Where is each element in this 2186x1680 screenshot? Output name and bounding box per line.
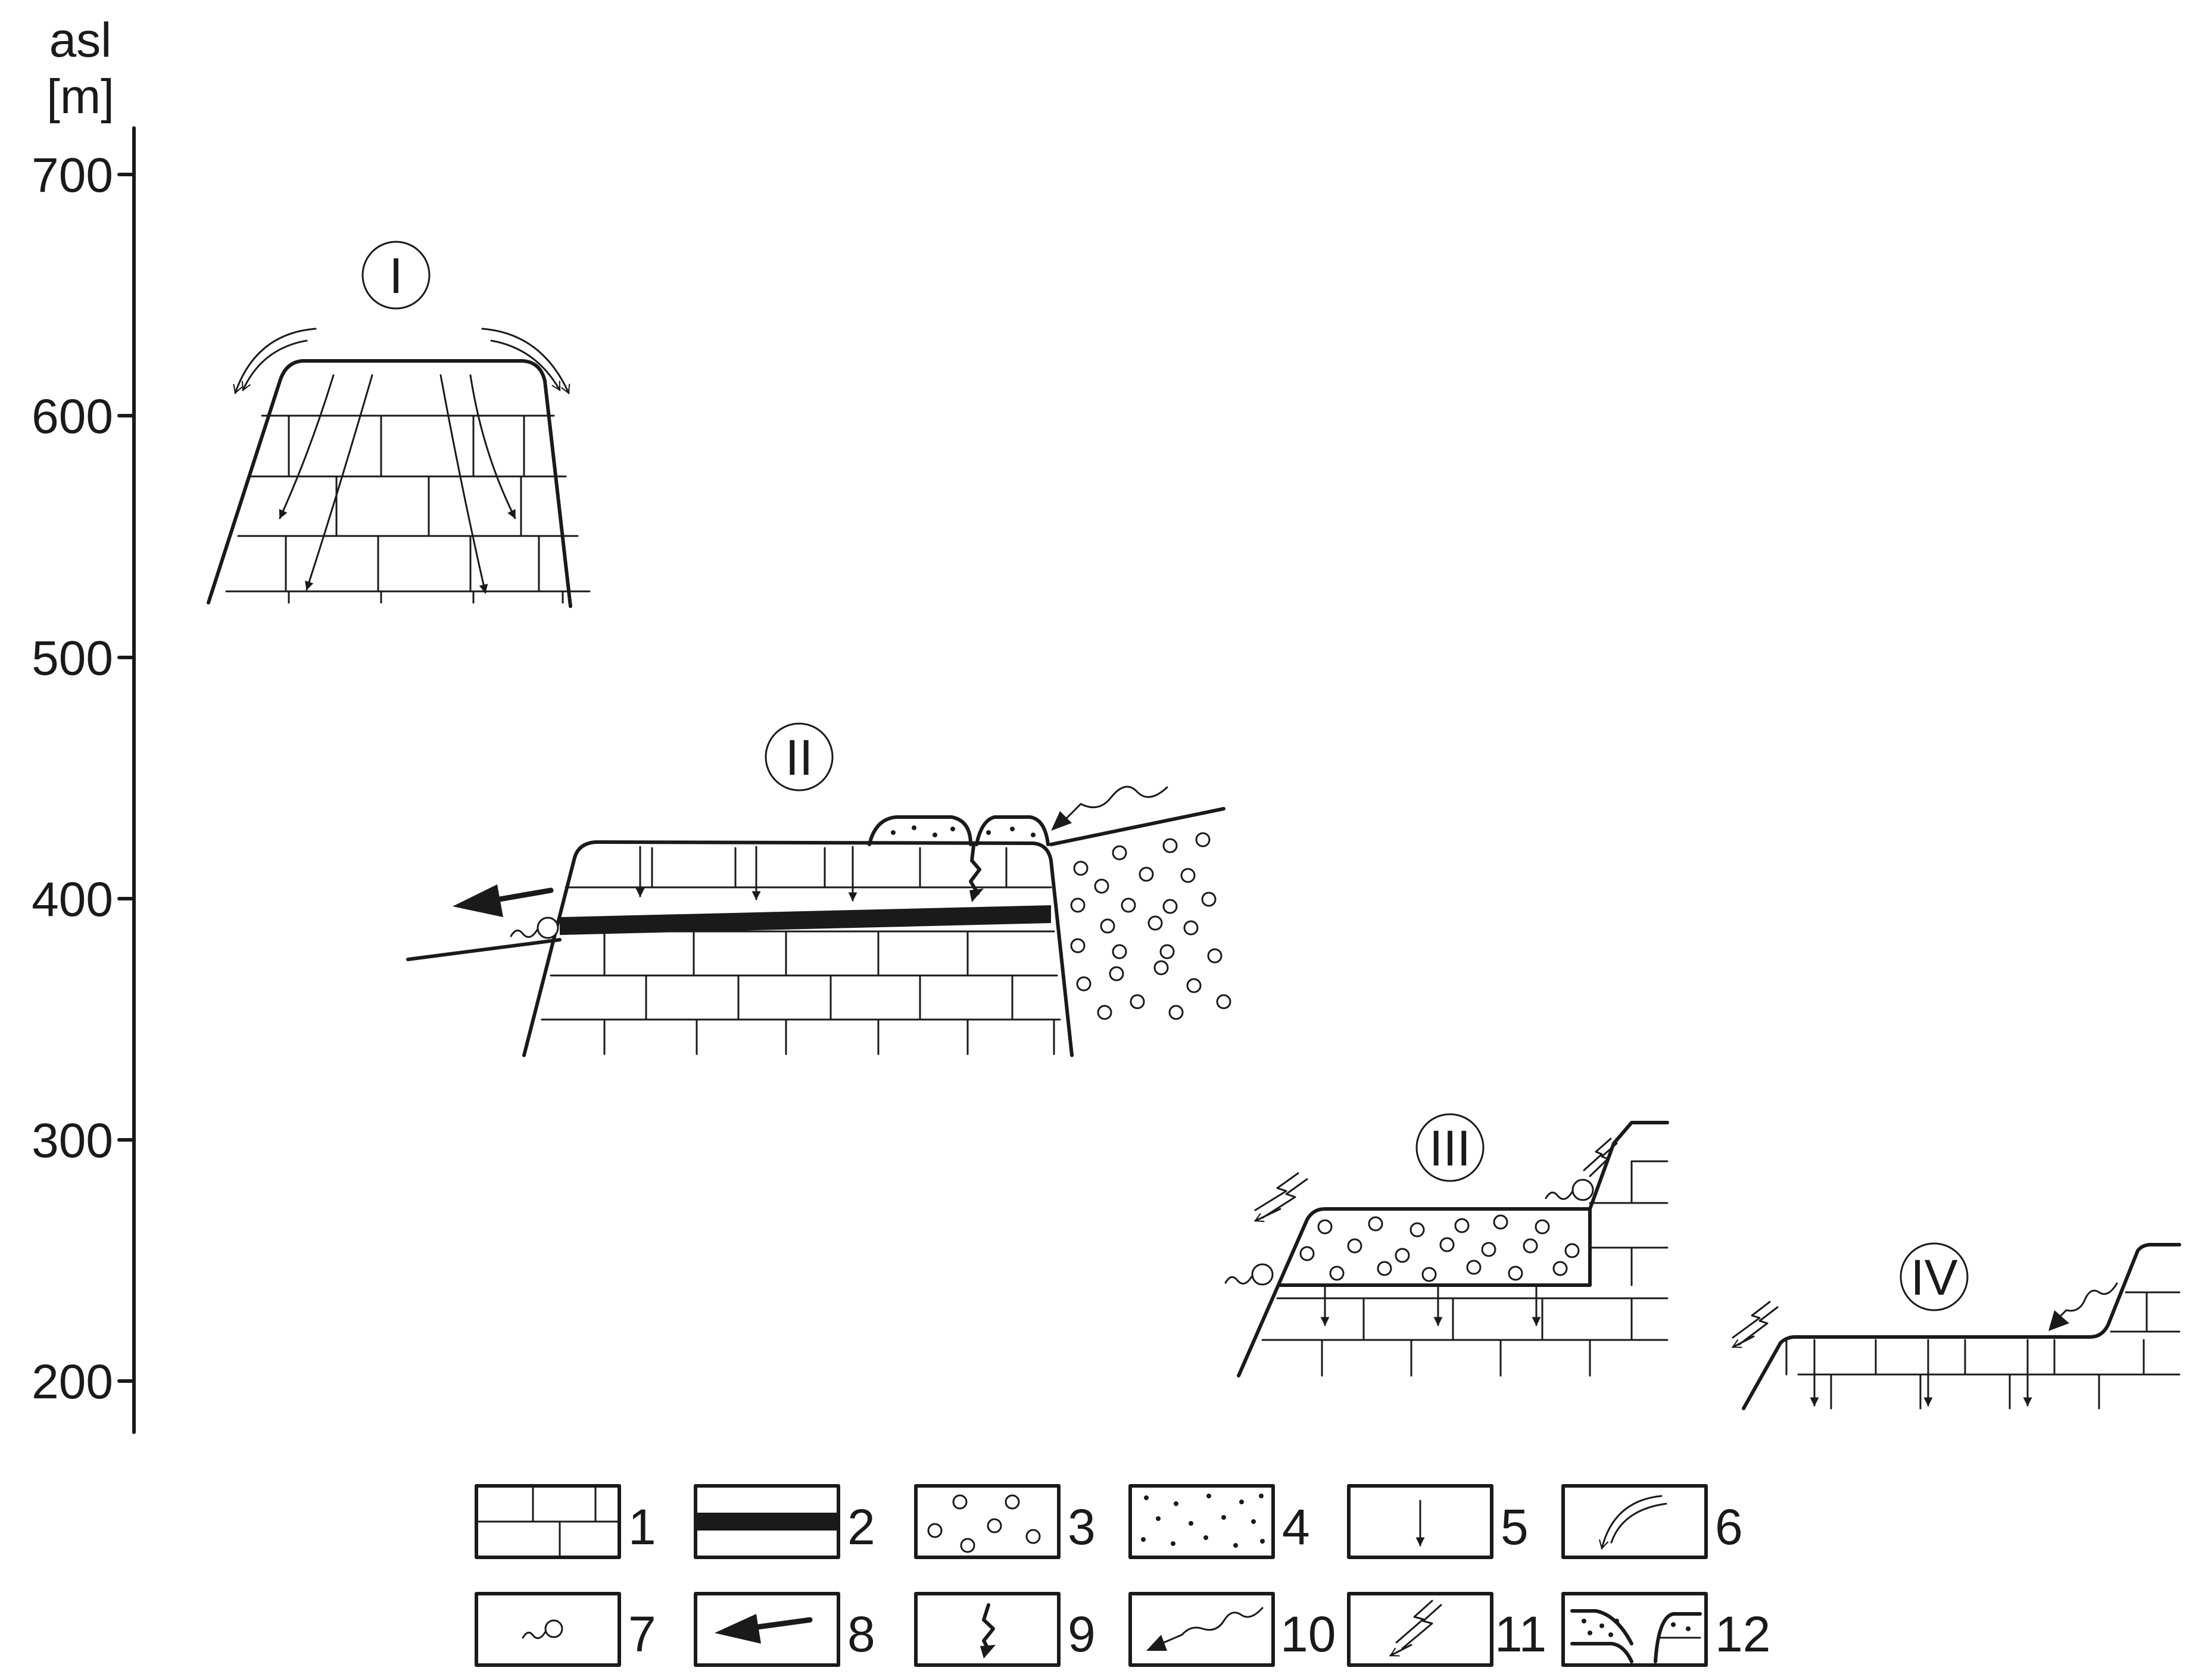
stage-IV: IV xyxy=(1732,1242,2181,1410)
legend-item-6: 6 xyxy=(1561,1484,1743,1559)
legend-number-5: 5 xyxy=(1501,1499,1529,1555)
vertical-infiltration-III xyxy=(1320,1286,1541,1326)
spring-II xyxy=(510,917,559,939)
legend-item-11: 11 xyxy=(1347,1592,1546,1667)
spring-III-upper xyxy=(1545,1179,1594,1201)
limestone-block-I xyxy=(207,359,591,608)
svg-text:I: I xyxy=(389,248,403,304)
downcutting-arrow-III xyxy=(1254,1172,1308,1223)
svg-text:III: III xyxy=(1429,1120,1471,1176)
legend-item-8: 8 xyxy=(694,1592,875,1667)
legend-number-4: 4 xyxy=(1282,1499,1310,1555)
river-inflow-arrow-II xyxy=(1051,786,1168,831)
axis-unit-line2: [m] xyxy=(46,70,114,124)
tick-label-400: 400 xyxy=(32,872,113,927)
river-inflow-arrow-IV xyxy=(2048,1282,2118,1331)
limestone-block-II xyxy=(522,840,1074,1057)
stage-II-label: II xyxy=(765,722,834,791)
tick-label-200: 200 xyxy=(32,1355,113,1409)
stage-I-label: I xyxy=(361,241,431,310)
stage-III-label: III xyxy=(1415,1113,1485,1182)
limestone-icon xyxy=(475,1484,621,1559)
vertical-infiltration-arrow-icon xyxy=(1347,1484,1493,1559)
legend-number-9: 9 xyxy=(1068,1606,1096,1662)
gravel-terrace-III xyxy=(1299,1214,1580,1282)
legend-item-9: 9 xyxy=(914,1592,1096,1667)
axis-unit-line1: asl xyxy=(49,13,112,67)
river-inflow-arrow-icon xyxy=(1128,1592,1275,1667)
surface-runoff-arrow-icon xyxy=(1561,1484,1708,1559)
limestone-block-III xyxy=(1237,1121,1669,1377)
legend-number-10: 10 xyxy=(1280,1606,1336,1662)
impermeable-layer-icon xyxy=(694,1484,840,1559)
stage-II: II xyxy=(406,722,1231,1057)
legend-item-5: 5 xyxy=(1347,1484,1529,1559)
groundwater-flow-arrow-II xyxy=(453,884,554,917)
legend-number-7: 7 xyxy=(628,1606,656,1662)
ponor-icon xyxy=(914,1592,1061,1667)
tick-label-600: 600 xyxy=(32,389,113,444)
legend: 1 2 3 xyxy=(475,1484,1770,1667)
legend-number-8: 8 xyxy=(847,1606,875,1662)
legend-item-4: 4 xyxy=(1128,1484,1310,1559)
stage-III: III xyxy=(1224,1113,1669,1377)
legend-item-1: 1 xyxy=(475,1484,656,1559)
stage-I: I xyxy=(207,241,591,608)
svg-text:IV: IV xyxy=(1910,1249,1957,1305)
legend-number-1: 1 xyxy=(628,1499,656,1555)
limestone-block-IV xyxy=(1742,1243,2181,1410)
vertical-infiltration-IV xyxy=(1810,1339,2032,1407)
sand-icon xyxy=(1128,1484,1275,1559)
vertical-infiltration-II xyxy=(635,846,857,902)
tick-label-700: 700 xyxy=(32,148,113,202)
legend-number-12: 12 xyxy=(1715,1606,1770,1662)
ponor-II xyxy=(969,844,984,902)
infiltration-flowpaths-I xyxy=(279,374,516,594)
groundwater-flow-arrow-icon xyxy=(694,1592,840,1667)
doline-icon xyxy=(1561,1592,1708,1667)
legend-number-6: 6 xyxy=(1715,1499,1743,1555)
tick-label-500: 500 xyxy=(32,631,113,685)
impermeable-layer-II xyxy=(560,905,1051,935)
topographic-surface-II xyxy=(406,807,1225,961)
sandy-cover-II xyxy=(868,815,1050,846)
gravel-deposit-II xyxy=(1070,832,1231,1020)
downcutting-arrow-icon xyxy=(1347,1592,1493,1667)
gravel-icon xyxy=(914,1484,1061,1559)
spring-III-lower xyxy=(1224,1263,1274,1286)
legend-item-3: 3 xyxy=(914,1484,1096,1559)
tick-label-300: 300 xyxy=(32,1114,113,1168)
legend-item-10: 10 xyxy=(1128,1592,1336,1667)
stage-IV-label: IV xyxy=(1900,1242,1969,1311)
spring-icon xyxy=(475,1592,621,1667)
legend-item-2: 2 xyxy=(694,1484,875,1559)
legend-item-7: 7 xyxy=(475,1592,656,1667)
legend-number-3: 3 xyxy=(1068,1499,1096,1555)
svg-text:II: II xyxy=(785,730,813,786)
downcutting-arrow-IV xyxy=(1732,1301,1779,1348)
legend-number-11: 11 xyxy=(1495,1606,1546,1662)
downcutting-arrow-III-upper xyxy=(1583,1137,1618,1177)
altitude-axis: asl [m] 700 600 500 400 300 200 xyxy=(32,13,136,1434)
axis-ticks xyxy=(117,173,136,1383)
legend-item-12: 12 xyxy=(1561,1592,1770,1667)
surface-runoff-arrows-I xyxy=(233,328,570,395)
legend-number-2: 2 xyxy=(847,1499,875,1555)
